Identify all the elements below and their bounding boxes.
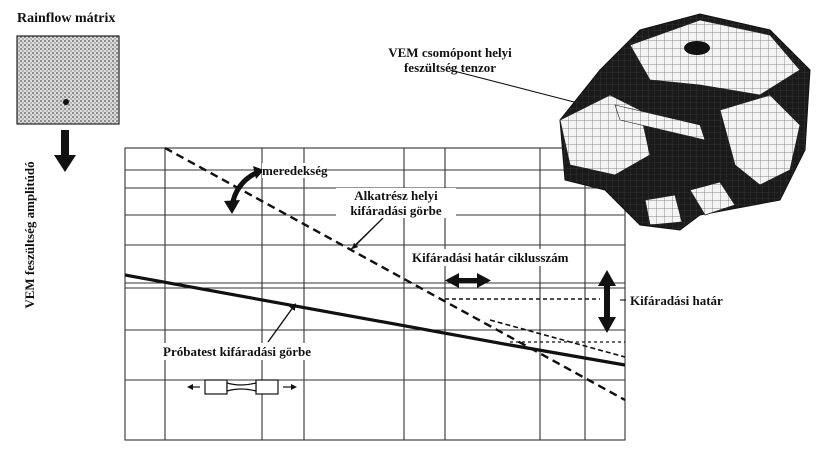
fatigue-limit-cycles-label: Kifáradási határ ciklusszám (409, 249, 572, 266)
component-pointer-arrow (351, 217, 384, 250)
slope-label: meredekség (262, 163, 328, 178)
rainflow-matrix-peak (63, 99, 69, 105)
component-curve-line2: kifáradási görbe (350, 203, 442, 218)
fem-node-tensor-line1: VEM csomópont helyi (388, 45, 512, 60)
component-curve-label: Alkatrész helyi kifáradási görbe (336, 188, 456, 218)
curved-arrow-icon (224, 166, 264, 214)
specimen-sn-curve (124, 273, 626, 367)
fem-node-tensor-label: VEM csomópont helyi feszültség tenzor (350, 45, 550, 75)
down-arrow-icon (54, 130, 76, 172)
fem-mesh-icon (559, 13, 811, 231)
specimen-icon (187, 379, 297, 395)
y-axis-label: VEM feszültség amplitúdó (22, 161, 37, 309)
component-sn-curve-tail (489, 319, 626, 358)
specimen-pointer-arrow (267, 303, 297, 343)
rainflow-matrix-label: Rainflow mátrix (17, 11, 116, 26)
fatigue-limit-label: Kifáradási határ (630, 293, 723, 308)
double-arrow-horizontal-icon (445, 273, 491, 288)
component-curve-line1: Alkatrész helyi (354, 188, 438, 203)
fem-node-tensor-line2: feszültség tenzor (403, 60, 497, 75)
specimen-curve-label: Próbatest kifáradási görbe (160, 343, 315, 360)
component-sn-curve (164, 146, 626, 402)
double-arrow-vertical-icon (598, 270, 616, 333)
rainflow-matrix (16, 35, 120, 125)
